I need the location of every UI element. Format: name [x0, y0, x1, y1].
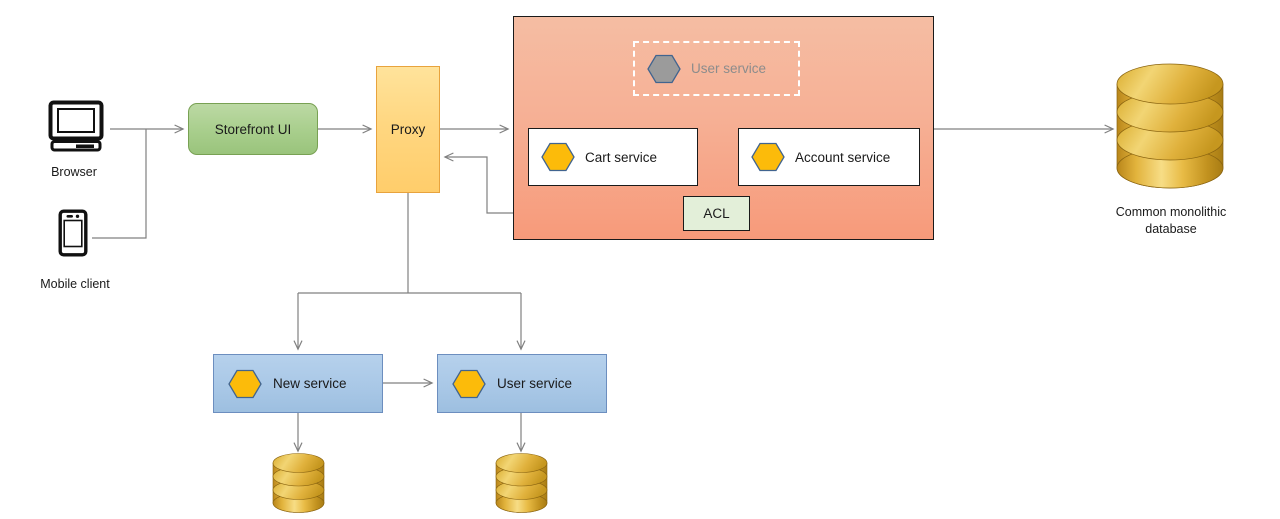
ghost-user-service-label: User service	[691, 61, 767, 76]
new-service-database-icon[interactable]	[271, 452, 326, 519]
common-database-label-line2: database	[1145, 221, 1197, 236]
hexagon-icon	[228, 369, 262, 398]
user-service-database-icon[interactable]	[494, 452, 549, 519]
storefront-ui-node[interactable]: Storefront UI	[188, 103, 318, 155]
account-service-label: Account service	[795, 149, 891, 165]
common-database-label: Common monolithic database	[1090, 204, 1252, 238]
proxy-node[interactable]: Proxy	[376, 66, 440, 193]
acl-label: ACL	[703, 206, 730, 221]
hexagon-icon	[647, 54, 681, 83]
hexagon-icon	[541, 142, 575, 172]
hexagon-icon	[452, 369, 486, 398]
mobile-client-label: Mobile client	[40, 277, 110, 291]
common-database-label-line1: Common monolithic	[1115, 205, 1227, 219]
account-service-node[interactable]: Account service	[738, 128, 920, 186]
mobile-phone-icon	[58, 209, 88, 262]
user-service-label: User service	[497, 376, 573, 391]
cart-service-label: Cart service	[585, 149, 658, 165]
cart-service-node[interactable]: Cart service	[528, 128, 698, 186]
hexagon-icon	[751, 142, 785, 172]
user-service-node[interactable]: User service	[437, 354, 607, 413]
ghost-user-service-node[interactable]: User service	[633, 41, 800, 96]
browser-label: Browser	[51, 165, 97, 179]
new-service-label: New service	[273, 376, 347, 391]
proxy-label: Proxy	[390, 122, 426, 137]
common-monolithic-database-icon[interactable]	[1113, 56, 1227, 201]
new-service-node[interactable]: New service	[213, 354, 383, 413]
desktop-computer-icon	[48, 100, 104, 157]
storefront-ui-label: Storefront UI	[214, 121, 292, 137]
acl-node[interactable]: ACL	[683, 196, 750, 231]
